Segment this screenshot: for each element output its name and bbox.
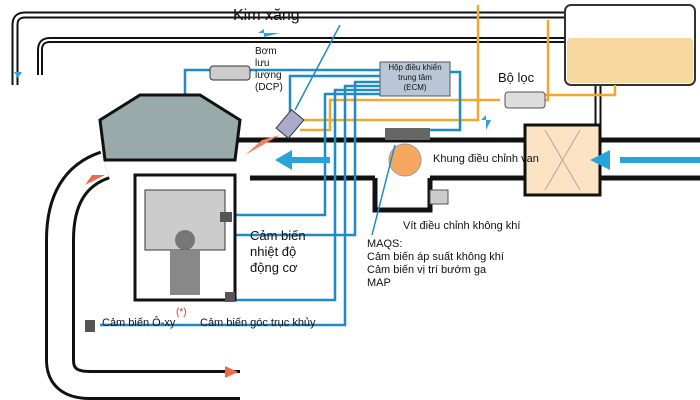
air-adjust-screw-icon — [429, 189, 449, 205]
label-line: (DCP) — [255, 82, 283, 93]
label-oxygen-marker: (*) — [176, 307, 187, 318]
label-line: Hộp điều khiển — [388, 63, 442, 72]
fuel-filter-icon — [504, 91, 546, 109]
label-line: trung tâm — [398, 73, 432, 82]
label-line: MAP — [367, 277, 391, 289]
label-bo-loc: Bộ lọc — [498, 70, 535, 85]
label-ecm: Hộp điều khiển trung tâm (ECM) — [380, 63, 450, 93]
label-crank-sensor: Cảm biến góc trục khủy — [200, 317, 316, 329]
throttle-valve — [388, 143, 422, 177]
injector-pointer — [294, 24, 341, 111]
label-line: Cảm biến áp suất không khí — [367, 251, 504, 263]
label-throttle-body: Khung điều chỉnh van — [433, 153, 539, 165]
fuel-lines — [300, 5, 617, 132]
label-pump-dcp: Bơm lưu lượng (DCP) — [255, 46, 283, 94]
label-line: động cơ — [250, 260, 298, 275]
fuel-tank — [564, 4, 696, 86]
label-line: Cảm biến — [250, 228, 306, 243]
label-line: (ECM) — [403, 83, 427, 92]
signal-wires — [100, 68, 462, 327]
label-line: Bơm — [255, 46, 277, 57]
intake-pipe — [230, 137, 700, 213]
maqs-pointer — [371, 144, 396, 236]
exhaust-flow-arrows — [85, 175, 238, 378]
label-engine-temp-sensor: Cảm biến nhiệt độ động cơ — [250, 228, 306, 276]
engine — [98, 93, 242, 302]
label-oxygen-sensor: Cảm biến Ô-xy — [102, 317, 176, 329]
label-air-screw: Vít điều chỉnh không khí — [403, 220, 521, 232]
label-line: lượng — [255, 70, 282, 81]
ecm-box — [379, 61, 451, 97]
pump-dcp — [209, 65, 251, 81]
label-maqs: MAQS: Cảm biến áp suất không khí Cảm biế… — [367, 238, 504, 290]
label-line: Cảm biến vị trí bướm ga — [367, 264, 487, 276]
label-line: nhiệt độ — [250, 244, 297, 259]
fuel-injector — [275, 108, 305, 140]
air-flow-arrows — [14, 29, 700, 170]
label-kim-xang: Kim xăng — [233, 7, 300, 24]
oxygen-sensor-icon — [85, 320, 95, 332]
label-line: lưu — [255, 58, 270, 69]
label-line: MAQS: — [367, 238, 403, 250]
